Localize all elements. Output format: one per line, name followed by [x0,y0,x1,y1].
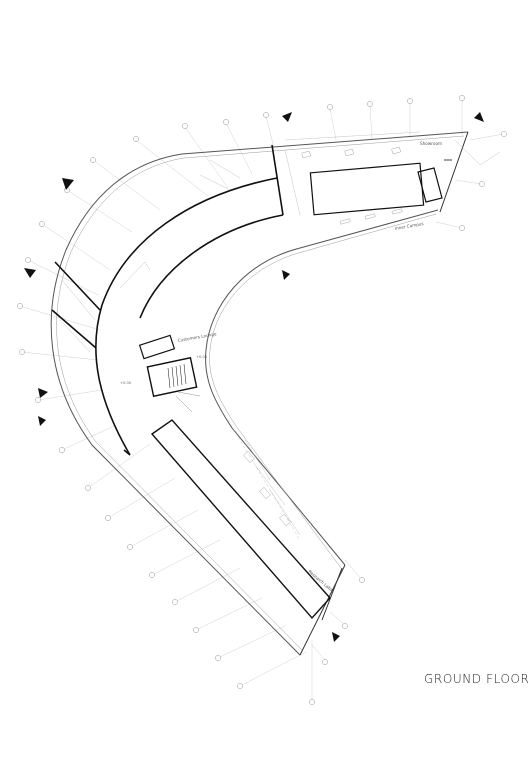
grid-bubbles [17,95,507,705]
showroom-block [309,159,452,216]
furniture [243,146,403,527]
core-block [138,334,201,413]
level-b: +0.00 [120,381,132,385]
inner-facade [205,209,439,569]
label-showroom: Showroom [420,141,442,146]
drawing-title: GROUND FLOOR [424,672,530,686]
label-inner-campus: Inner Campus [394,221,424,231]
interior-walls [51,144,284,456]
research-labs-block [150,419,331,620]
level-a: +0.00 [196,355,208,359]
outer-facade [50,131,469,656]
grid-lines [19,98,505,700]
end-walls [299,131,469,656]
label-customers-lounge: Customers Lounge [177,331,217,343]
section-markers [24,112,484,642]
light-details [59,131,501,541]
label-research-labs: Research Labs [307,569,333,592]
